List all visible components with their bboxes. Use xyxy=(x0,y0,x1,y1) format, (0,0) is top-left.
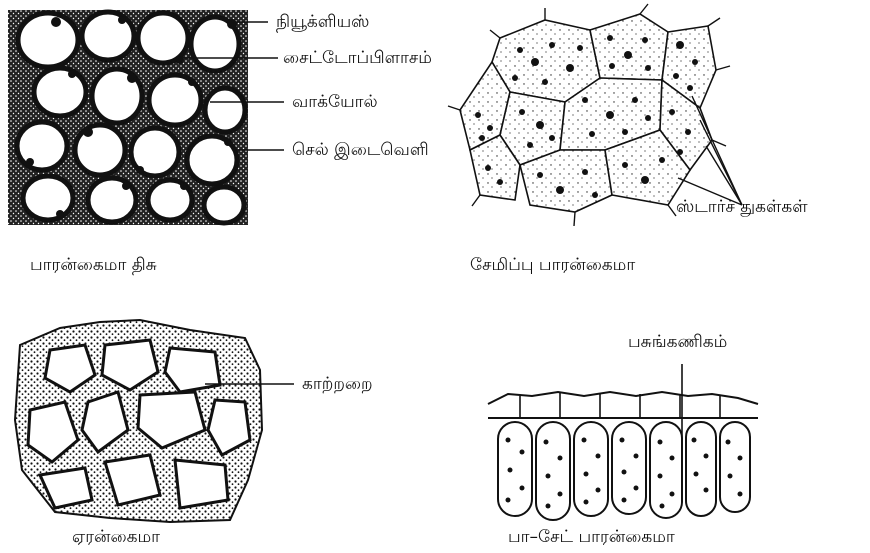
caption-aerenchyma: ஏரன்கைமா xyxy=(72,529,160,546)
air-cavities xyxy=(28,340,250,508)
label-chloroplast: பசுங்கணிகம் xyxy=(628,334,727,351)
aerenchyma-diagram xyxy=(15,320,294,522)
label-intercellular-space: செல் இடைவெளி xyxy=(292,142,429,159)
storage-parenchyma-diagram xyxy=(448,4,742,226)
label-starch-grains: ஸ்டார்ச் துகள்கள் xyxy=(676,199,808,216)
caption-parenchyma: பாரன்கைமா திசு xyxy=(30,257,157,274)
caption-storage-parenchyma: சேமிப்பு பாரன்கைமா xyxy=(470,257,635,274)
label-air-cavity: காற்றறை xyxy=(302,376,373,393)
label-cytoplasm: சைட்டோப்பிளாசம் xyxy=(283,50,432,67)
palisade-diagram xyxy=(488,364,758,520)
caption-palisade-parenchyma: பா–சேட் பாரன்கைமா xyxy=(508,529,675,546)
label-nucleus: நியூக்ளியஸ் xyxy=(276,14,369,31)
label-vacuole: வாக்யோல் xyxy=(292,94,378,111)
parenchyma-diagram xyxy=(8,10,284,225)
